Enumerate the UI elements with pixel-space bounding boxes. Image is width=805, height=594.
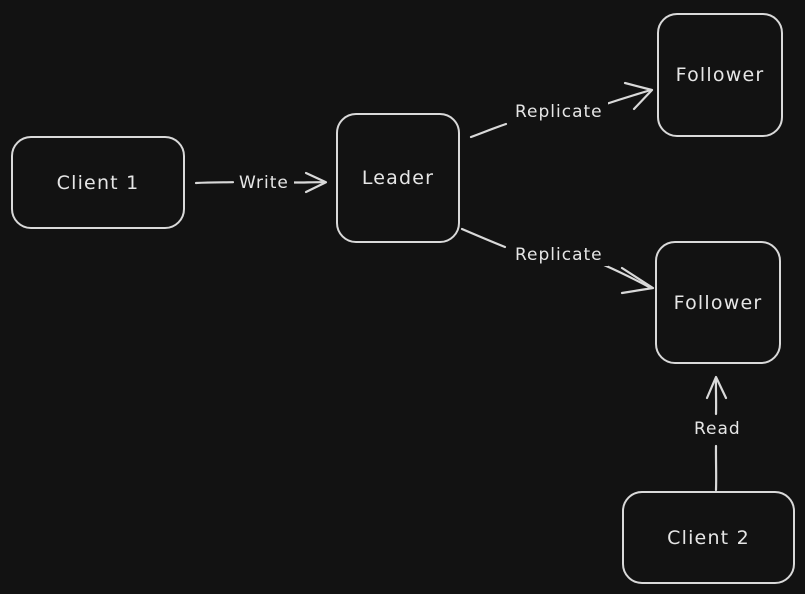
edge-write-arrowhead (304, 171, 328, 194)
node-follower-bottom[interactable]: Follower (655, 241, 781, 364)
node-follower-bottom-label: Follower (673, 291, 763, 314)
edge-replicate-top-line-left (469, 122, 508, 139)
edge-label-replicate-bottom: Replicate (510, 244, 608, 266)
edge-read (705, 375, 728, 492)
edge-write-line-left (194, 181, 235, 185)
edge-replicate-top-arrowhead (623, 81, 654, 111)
edge-replicate-bottom-arrowhead (620, 266, 655, 295)
node-client2[interactable]: Client 2 (622, 491, 795, 584)
edge-read-arrowhead (705, 375, 728, 400)
edge-replicate-bottom-line-left (460, 227, 507, 249)
edge-label-write: Write (234, 172, 294, 194)
node-client1[interactable]: Client 1 (11, 136, 185, 229)
node-client1-label: Client 1 (56, 171, 140, 194)
edge-label-replicate-top: Replicate (510, 101, 608, 123)
node-leader[interactable]: Leader (336, 113, 460, 243)
node-follower-top[interactable]: Follower (657, 13, 783, 137)
node-client2-label: Client 2 (667, 526, 750, 549)
node-follower-top-label: Follower (675, 64, 765, 86)
node-leader-label: Leader (361, 167, 435, 189)
edge-label-read: Read (689, 418, 746, 440)
edge-replicate-bottom (460, 227, 655, 295)
edge-replicate-bottom-line-right (602, 263, 653, 290)
